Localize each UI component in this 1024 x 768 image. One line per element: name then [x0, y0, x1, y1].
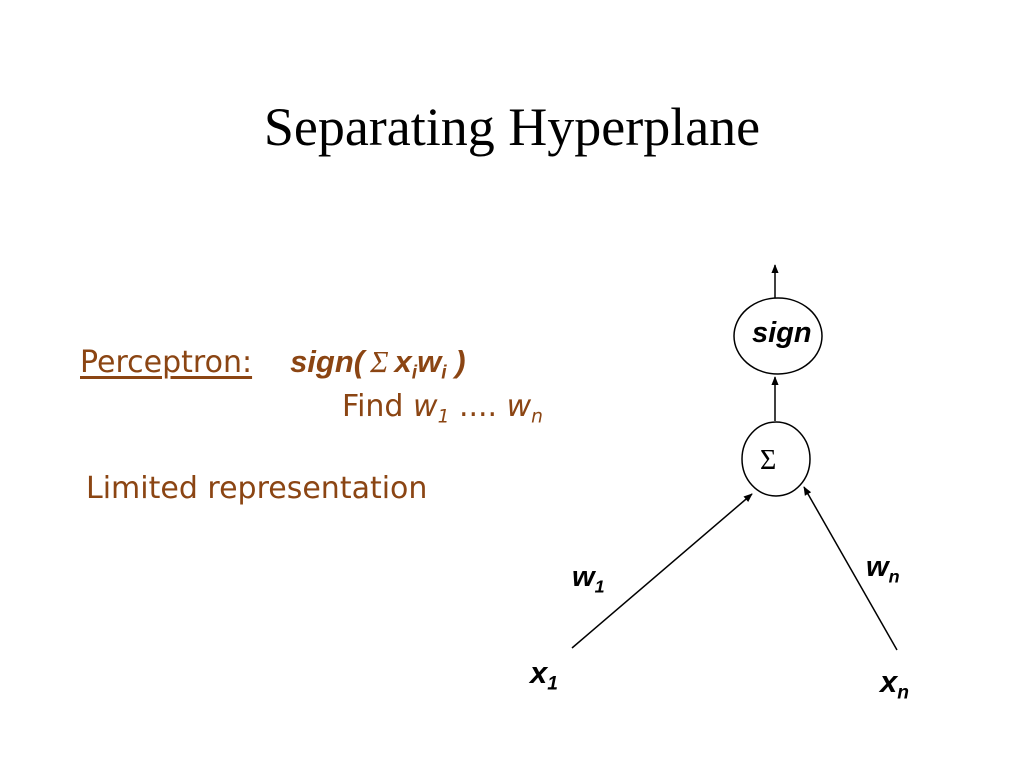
formula-close: ): [455, 344, 466, 379]
formula-sign: sign(: [290, 344, 365, 379]
weight-last-subscript: n: [888, 566, 900, 587]
find-dots: ....: [449, 389, 507, 424]
weight-last-base: w: [866, 551, 889, 583]
input-first-base: x: [530, 655, 548, 690]
sum-node-label: Σ: [760, 445, 777, 476]
formula-sigma: Σ: [370, 344, 389, 379]
input-first-label: x1: [530, 655, 558, 694]
formula-w-subscript: i: [441, 362, 447, 384]
find-w-first-subscript: 1: [437, 406, 450, 428]
formula-x-subscript: i: [411, 362, 418, 384]
find-w-last: w: [506, 389, 532, 424]
find-w-last-subscript: n: [531, 406, 543, 428]
limited-representation-text: Limited representation: [86, 471, 428, 506]
find-prefix: Find: [342, 389, 414, 424]
formula-w: w: [417, 344, 442, 379]
perceptron-label: Perceptron:: [80, 345, 253, 380]
find-weights-line: Find w1 .... wn: [342, 389, 543, 427]
input-last-subscript: n: [897, 682, 909, 704]
weight-last-label: wn: [866, 551, 900, 586]
input-last-label: xn: [880, 664, 909, 703]
input-first-subscript: 1: [547, 673, 558, 695]
weight-first-subscript: 1: [594, 576, 605, 597]
formula-x: x: [394, 344, 412, 379]
weight-first-label: w1: [572, 561, 605, 596]
find-w-first: w: [413, 389, 438, 424]
weight-first-base: w: [572, 561, 595, 593]
slide-title: Separating Hyperplane: [263, 97, 761, 157]
input-last-base: x: [880, 664, 898, 699]
sign-node-label: sign: [752, 317, 812, 349]
